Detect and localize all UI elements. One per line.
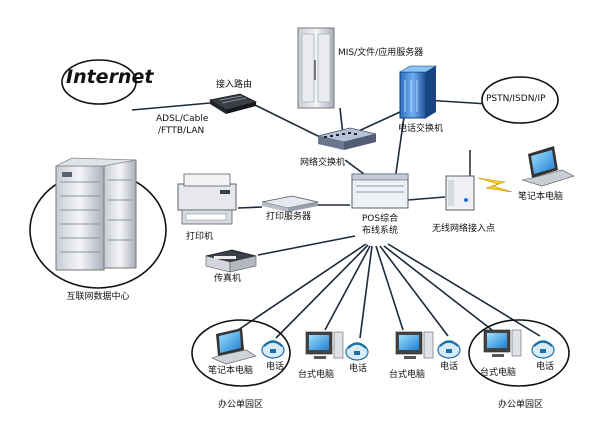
office-area-left-ellipse <box>191 319 291 387</box>
mis-server-label: MIS/文件/应用服务器 <box>338 48 424 58</box>
wireless-access-point-icon <box>445 150 475 211</box>
mis-server-icon <box>297 27 335 109</box>
desktop-label-3: 台式电脑 <box>480 368 517 378</box>
phone-icon-4 <box>531 340 555 359</box>
phone-label-2: 电话 <box>349 364 368 374</box>
datacenter-rack-icon <box>55 157 137 271</box>
pstn-ellipse <box>481 76 559 124</box>
desktop-icon-1 <box>305 331 344 359</box>
lightning-icon <box>477 177 513 193</box>
phone-label-1: 电话 <box>266 362 285 372</box>
router-label: 接入路由 <box>216 80 253 90</box>
desktop-icon-3 <box>483 329 522 357</box>
fax-label: 传真机 <box>214 274 242 284</box>
pstn-label: PSTN/ISDN/IP <box>486 94 546 104</box>
internet-label: Internet <box>66 66 154 88</box>
network-switch-icon <box>317 127 377 150</box>
pos-label-line1: POS综合 <box>361 214 399 224</box>
office-area-label-right: 办公单园区 <box>498 400 544 410</box>
access-router-icon <box>208 93 258 114</box>
desktop-icon-2 <box>395 331 434 359</box>
laptop-right-label: 笔记本电脑 <box>518 192 564 202</box>
internet-cloud-ellipse <box>61 59 137 105</box>
adsl-label: ADSL/Cable <box>156 114 209 124</box>
phone-switch-label: 电话交换机 <box>398 124 444 134</box>
printer-label: 打印机 <box>186 232 214 242</box>
laptop-right-icon <box>521 146 575 187</box>
datacenter-label: 互联网数据中心 <box>66 292 130 302</box>
office-laptop-label: 笔记本电脑 <box>208 366 254 376</box>
printer-icon <box>177 173 237 225</box>
print-server-icon <box>261 195 319 212</box>
fttb-label: /FTTB/LAN <box>158 126 205 136</box>
phone-icon-3 <box>437 340 461 359</box>
phone-icon-1 <box>261 340 285 359</box>
phone-label-4: 电话 <box>536 362 555 372</box>
phone-label-3: 电话 <box>440 362 459 372</box>
phone-icon-2 <box>345 342 369 361</box>
print-server-label: 打印服务器 <box>266 212 312 222</box>
desktop-label-1: 台式电脑 <box>298 370 335 380</box>
wireless-ap-label: 无线网络接入点 <box>432 224 496 234</box>
pos-label-line2: 布线系统 <box>361 226 399 236</box>
fax-icon <box>205 249 257 273</box>
phone-switch-icon <box>398 65 438 119</box>
office-laptop-icon <box>211 328 257 365</box>
desktop-label-2: 台式电脑 <box>389 370 426 380</box>
network-switch-label: 网络交换机 <box>300 158 346 168</box>
office-area-label-left: 办公单园区 <box>218 400 264 410</box>
connection-lines <box>131 99 541 339</box>
office-area-right-ellipse <box>468 319 570 387</box>
pos-cabling-system-icon <box>351 173 409 209</box>
